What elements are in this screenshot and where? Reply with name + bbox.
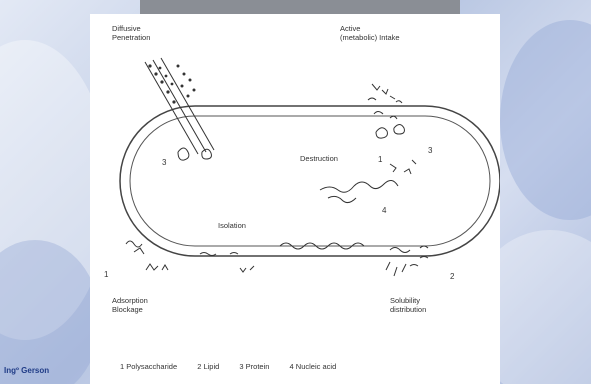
legend-item: 2 Lipid	[197, 362, 219, 371]
legend-item: 4 Nucleic acid	[290, 362, 337, 371]
label-destruction: Destruction	[300, 154, 338, 163]
legend-item: 1 Polysaccharide	[120, 362, 177, 371]
protein-squiggles	[178, 148, 211, 160]
label-solubility-distribution: Solubility distribution	[390, 296, 426, 314]
diagram-panel: Diffusive Penetration Active (metabolic)…	[90, 14, 500, 384]
cell-diagram	[90, 14, 500, 384]
cell-inner-wall	[130, 116, 490, 246]
intake-vesicles	[376, 125, 404, 139]
legend: 1 Polysaccharide 2 Lipid 3 Protein 4 Nuc…	[120, 362, 354, 371]
solubility-debris	[386, 257, 428, 277]
intake-particles	[368, 84, 402, 119]
number-4-destruction: 4	[382, 206, 386, 215]
cell-outer-wall	[120, 106, 500, 256]
author-credit: Ingº Gerson	[4, 366, 49, 375]
number-1-destruction: 1	[378, 155, 382, 164]
number-1-adsorption: 1	[104, 270, 108, 279]
label-diffusive-penetration: Diffusive Penetration	[112, 24, 150, 42]
background-bubble	[500, 20, 591, 220]
number-2-solubility: 2	[450, 272, 454, 281]
label-adsorption-blockage: Adsorption Blockage	[112, 296, 148, 314]
bottom-marks	[240, 266, 254, 272]
destruction-fragments	[320, 160, 416, 203]
membrane-debris	[200, 243, 428, 256]
title-bar	[140, 0, 460, 14]
legend-item: 3 Protein	[239, 362, 269, 371]
number-3-destruction: 3	[428, 146, 432, 155]
number-3-left: 3	[162, 158, 166, 167]
adsorption-debris	[126, 241, 168, 270]
diffusing-molecules	[148, 64, 195, 103]
label-isolation: Isolation	[218, 221, 246, 230]
label-active-intake: Active (metabolic) Intake	[340, 24, 400, 42]
